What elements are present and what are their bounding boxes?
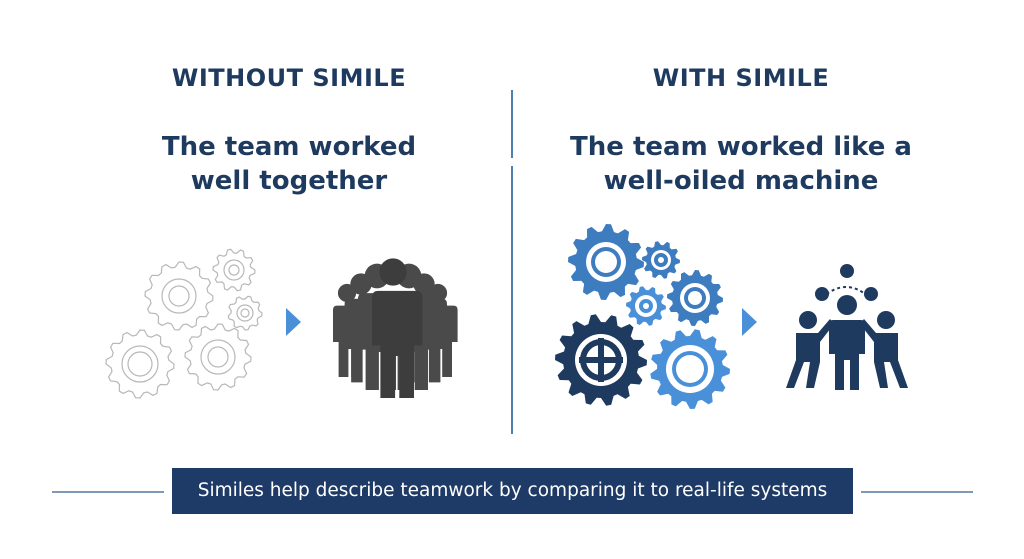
- center-divider: [511, 90, 513, 434]
- divider-bottom-segment: [511, 166, 513, 434]
- people-group-icon: [331, 258, 458, 398]
- caption-rule-left: [52, 491, 164, 493]
- heading-without-simile: WITHOUT SIMILE: [171, 64, 407, 92]
- caption-bar: Similes help describe teamwork by compar…: [0, 468, 1024, 514]
- arrow-right-icon: [742, 308, 757, 336]
- heading-with-simile: WITH SIMILE: [652, 64, 830, 92]
- sentence-with-line-2: well-oiled machine: [603, 166, 879, 196]
- sentence-without-line-2: well together: [190, 166, 388, 196]
- divider-top-segment: [511, 90, 513, 158]
- sentence-with-line-1: The team worked like a: [570, 132, 912, 162]
- outline-gears-icon: [105, 248, 263, 399]
- connected-team-icon: [786, 264, 908, 390]
- machine-gears-icon: [555, 224, 730, 409]
- caption-rule-right: [861, 491, 973, 493]
- arrow-right-icon: [286, 308, 301, 336]
- sentence-with-simile: The team worked like a well-oiled machin…: [540, 130, 942, 198]
- sentence-without-simile: The team worked well together: [79, 130, 499, 198]
- sentence-without-line-1: The team worked: [161, 132, 417, 162]
- caption-text: Similes help describe teamwork by compar…: [172, 468, 853, 514]
